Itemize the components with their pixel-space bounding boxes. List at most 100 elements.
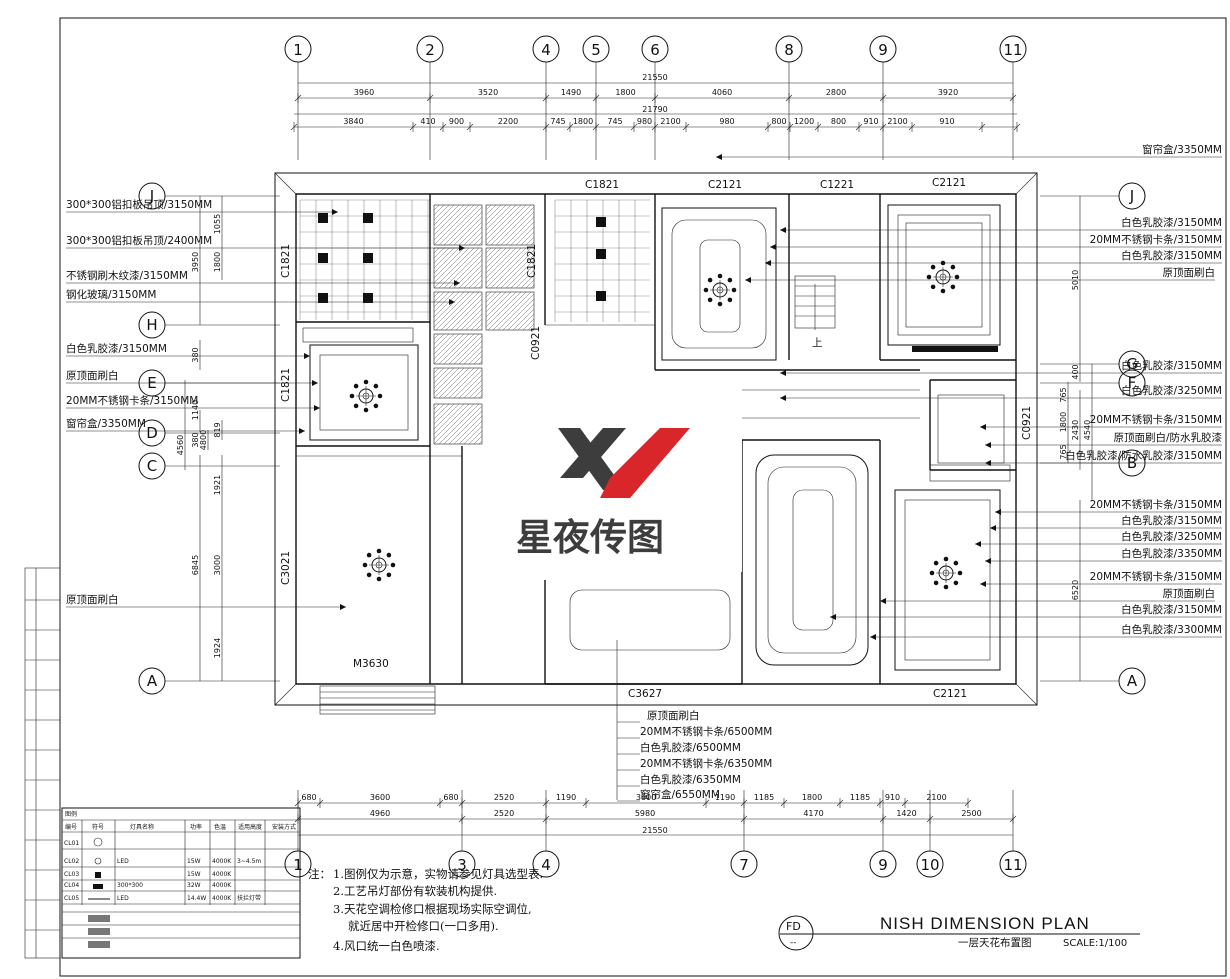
legend-header: 符号 bbox=[92, 823, 104, 831]
note-line: 4.风口统一白色喷漆. bbox=[333, 939, 440, 953]
axis-label: A bbox=[1127, 672, 1138, 690]
legend-power: 15W bbox=[187, 871, 201, 878]
dimension-value: 1800 bbox=[802, 793, 822, 802]
window-label: C2121 bbox=[708, 179, 742, 191]
dimension-value: 1921 bbox=[213, 475, 222, 495]
dimension-value: 900 bbox=[449, 117, 464, 126]
leader-label: 20MM不锈钢卡条/3150MM bbox=[66, 394, 198, 407]
dimension-value: 2800 bbox=[826, 88, 846, 97]
legend-header: 适用高度 bbox=[238, 823, 262, 831]
leader-label: 20MM不锈钢卡条/3150MM bbox=[1090, 498, 1222, 511]
leader-label: 原顶面刷白/防水乳胶漆 bbox=[1113, 431, 1222, 444]
leader-label: 原顶面刷白 bbox=[1163, 266, 1216, 279]
dimension-value: 3960 bbox=[354, 88, 374, 97]
window-label: C0921 bbox=[530, 326, 542, 360]
legend-header: 安装方式 bbox=[272, 823, 296, 831]
dimension-value: 1190 bbox=[715, 793, 735, 802]
leader-label: 原顶面刷白 bbox=[66, 593, 119, 606]
left-title-strip bbox=[24, 567, 61, 959]
leader-label: 白色乳胶漆/6500MM bbox=[640, 741, 741, 754]
legend-name: LED bbox=[117, 858, 129, 865]
tempered-glass-hatch bbox=[433, 204, 535, 445]
axis-label: 6 bbox=[650, 41, 660, 59]
legend-header: 灯具名称 bbox=[130, 823, 154, 831]
legend-title: 图例 bbox=[65, 810, 77, 818]
dimension-value: 3950 bbox=[191, 252, 200, 272]
dimension-value: 6520 bbox=[1071, 580, 1080, 600]
dimension-total: 21790 bbox=[642, 105, 667, 114]
window-label: C2121 bbox=[933, 688, 967, 700]
axis-label: 1 bbox=[293, 41, 303, 59]
drawing-sub: -- bbox=[790, 938, 797, 948]
legend-name: LED bbox=[117, 895, 129, 902]
dimension-value: 680 bbox=[301, 793, 316, 802]
leader-label: 窗帘盒/3350MM bbox=[1142, 143, 1222, 156]
window-label: C1221 bbox=[820, 179, 854, 191]
interior-walls bbox=[296, 194, 1016, 685]
window-label: C2121 bbox=[932, 177, 966, 189]
leader-label: 原顶面刷白 bbox=[1163, 587, 1216, 600]
dimension-value: 380 bbox=[191, 347, 200, 362]
window-label: C1821 bbox=[280, 368, 292, 402]
notes-prefix: 注： bbox=[308, 867, 331, 881]
dimension-total: 21550 bbox=[642, 73, 667, 82]
legend-code: CL02 bbox=[64, 858, 79, 865]
entrance-steps bbox=[319, 685, 436, 715]
dimension-value: 380 bbox=[191, 432, 200, 447]
dimension-value: 3000 bbox=[213, 555, 222, 575]
axis-label: 3 bbox=[457, 856, 467, 874]
axis-label: 7 bbox=[739, 856, 749, 874]
dimension-value: 2520 bbox=[494, 809, 514, 818]
dimension-value: 4060 bbox=[712, 88, 732, 97]
axis-label: 4 bbox=[541, 41, 551, 59]
legend-temp: 4000K bbox=[212, 858, 232, 865]
leader-label: 白色乳胶漆/3150MM bbox=[66, 342, 167, 355]
note-line: 2.工艺吊灯部份有软装机构提供. bbox=[333, 884, 497, 898]
note-line: 3.天花空调检修口根据现场实际空调位, bbox=[333, 902, 532, 916]
window-label: C3627 bbox=[628, 688, 662, 700]
window-label: C1821 bbox=[585, 179, 619, 191]
dimension-value: 4960 bbox=[370, 809, 390, 818]
leader-label: 窗帘盒/6550MM bbox=[640, 788, 720, 801]
leader-label: 20MM不锈钢卡条/6350MM bbox=[640, 757, 772, 770]
dimension-value: 1185 bbox=[754, 793, 774, 802]
dimension-value: 910 bbox=[863, 117, 878, 126]
legend-temp: 4000K bbox=[212, 882, 232, 889]
legend-temp: 4000K bbox=[212, 871, 232, 878]
dimension-value: 4800 bbox=[199, 430, 208, 450]
drawing-title-cn: 一层天花布置图 bbox=[958, 936, 1032, 949]
drawing-title-en: NISH DIMENSION PLAN bbox=[880, 914, 1090, 933]
legend-code: CL01 bbox=[64, 840, 79, 847]
leader-label: 原顶面刷白 bbox=[66, 369, 119, 382]
axis-label: H bbox=[146, 316, 157, 334]
dimension-value: 980 bbox=[719, 117, 734, 126]
dimension-value: 819 bbox=[213, 422, 222, 437]
legend-height: 3~4.5m bbox=[237, 858, 261, 865]
dimension-value: 800 bbox=[771, 117, 786, 126]
dimension-value: 2100 bbox=[887, 117, 907, 126]
dimension-total: 21550 bbox=[642, 826, 667, 835]
dimension-value: 800 bbox=[831, 117, 846, 126]
title-block: FD -- NISH DIMENSION PLAN 一层天花布置图 SCALE:… bbox=[778, 914, 1140, 951]
axis-label: D bbox=[146, 424, 158, 442]
axis-label: A bbox=[147, 672, 158, 690]
dimension-value: 980 bbox=[637, 117, 652, 126]
legend-power: 15W bbox=[187, 858, 201, 865]
note-line: 就近居中开检修口(一口多用). bbox=[348, 919, 499, 933]
dimension-value: 1200 bbox=[794, 117, 814, 126]
downlight-symbol-icon bbox=[94, 857, 102, 865]
window-label: C1821 bbox=[280, 244, 292, 278]
dimension-value: 400 bbox=[1071, 364, 1080, 379]
dimension-value: 1055 bbox=[213, 214, 222, 234]
door-label: M3630 bbox=[353, 658, 389, 670]
watermark-text: 星夜传图 bbox=[516, 516, 664, 559]
dimension-value: 745 bbox=[607, 117, 622, 126]
dimension-value: 765 bbox=[1059, 444, 1068, 459]
dimension-value: 910 bbox=[885, 793, 900, 802]
leader-label: 白色乳胶漆/6350MM bbox=[640, 773, 741, 786]
leader-label: 20MM不锈钢卡条/6500MM bbox=[640, 725, 772, 738]
leader-label: 原顶面刷白 bbox=[647, 709, 700, 722]
